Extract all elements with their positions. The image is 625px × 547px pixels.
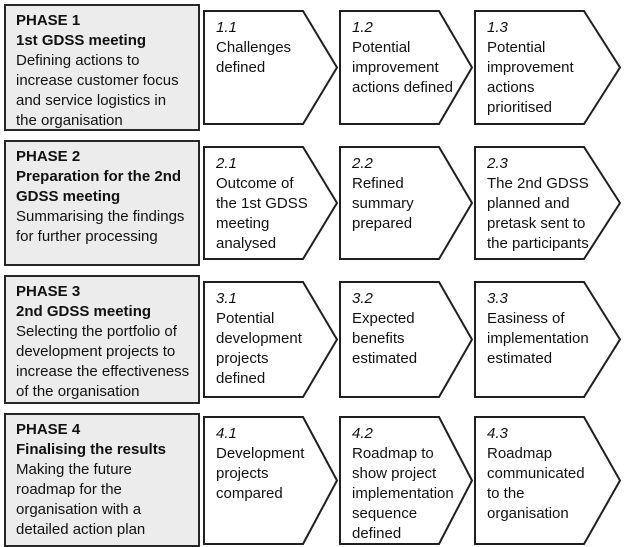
process-step-arrow: 4.1 Development projects compared: [203, 415, 338, 545]
arrow-shape: [203, 415, 338, 545]
step-label: The 2nd GDSS planned and pretask sent to…: [487, 175, 589, 252]
step-number: 2.2: [352, 155, 373, 172]
arrow-shape: [474, 10, 621, 125]
step-text: 3.2 Expected benefits estimated: [352, 289, 470, 369]
step-text: 2.2 Refined summary prepared: [352, 154, 470, 234]
process-step-arrow: 2.1 Outcome of the 1st GDSS meeting anal…: [203, 146, 338, 260]
step-text: 1.2 Potential improvement actions define…: [352, 18, 470, 98]
phase-row: PHASE 3 2nd GDSS meeting Selecting the p…: [4, 275, 625, 404]
process-step-arrow: 1.2 Potential improvement actions define…: [339, 10, 473, 125]
phase-box: PHASE 2 Preparation for the 2nd GDSS mee…: [4, 140, 200, 266]
step-label: Refined summary prepared: [352, 175, 414, 232]
step-text: 1.3 Potential improvement actions priori…: [487, 18, 605, 118]
process-step-arrow: 1.1 Challenges defined: [203, 10, 338, 125]
phase-description: Defining actions to increase customer fo…: [16, 52, 179, 129]
phase-label: PHASE 3: [16, 283, 81, 300]
phase-box: PHASE 3 2nd GDSS meeting Selecting the p…: [4, 275, 200, 404]
step-label: Potential improvement actions defined: [352, 39, 453, 96]
step-text: 2.1 Outcome of the 1st GDSS meeting anal…: [216, 154, 334, 254]
step-number: 1.2: [352, 19, 373, 36]
phase-description: Summarising the findings for further pro…: [16, 208, 185, 245]
step-label: Roadmap to show project implementation s…: [352, 444, 454, 542]
step-label: Potential development projects defined: [216, 310, 302, 387]
phase-row: PHASE 4 Finalising the results Making th…: [4, 413, 625, 547]
phase-description: Selecting the portfolio of development p…: [16, 323, 190, 400]
step-text: 4.1 Development projects compared: [216, 424, 334, 504]
phase-row: PHASE 1 1st GDSS meeting Defining action…: [4, 4, 625, 131]
phase-row: PHASE 2 Preparation for the 2nd GDSS mee…: [4, 140, 625, 266]
process-step-arrow: 2.3 The 2nd GDSS planned and pretask sen…: [474, 146, 621, 260]
phase-steps: 2.1 Outcome of the 1st GDSS meeting anal…: [203, 140, 625, 266]
process-step-arrow: 3.3 Easiness of implementation estimated: [474, 281, 621, 398]
process-step-arrow: 3.2 Expected benefits estimated: [339, 281, 473, 398]
arrow-shape: [474, 415, 621, 545]
step-number: 2.1: [216, 155, 237, 172]
process-step-arrow: 4.3 Roadmap communicated to the organisa…: [474, 415, 621, 545]
step-number: 2.3: [487, 155, 508, 172]
step-number: 4.1: [216, 424, 237, 442]
step-number: 4.3: [487, 424, 508, 442]
step-text: 4.2 Roadmap to show project implementati…: [352, 424, 470, 544]
step-label: Easiness of implementation estimated: [487, 310, 589, 367]
phase-title: 1st GDSS meeting: [16, 32, 147, 49]
phase-title: Preparation for the 2nd GDSS meeting: [16, 168, 182, 205]
phase-box: PHASE 4 Finalising the results Making th…: [4, 413, 200, 547]
process-step-arrow: 4.2 Roadmap to show project implementati…: [339, 415, 473, 545]
step-number: 3.1: [216, 290, 237, 307]
phase-title: 2nd GDSS meeting: [16, 303, 152, 320]
phase-steps: 3.1 Potential development projects defin…: [203, 275, 625, 404]
phase-label: PHASE 4: [16, 421, 81, 438]
step-label: Potential improvement actions prioritise…: [487, 39, 574, 116]
phase-title: Finalising the results: [16, 441, 167, 458]
step-number: 4.2: [352, 424, 373, 442]
arrow-shape: [203, 146, 338, 260]
process-step-arrow: 1.3 Potential improvement actions priori…: [474, 10, 621, 125]
phase-box: PHASE 1 1st GDSS meeting Defining action…: [4, 4, 200, 131]
arrow-shape: [339, 281, 473, 398]
arrow-shape: [339, 415, 473, 545]
step-text: 2.3 The 2nd GDSS planned and pretask sen…: [487, 154, 605, 254]
phase-steps: 4.1 Development projects compared 4.2 Ro…: [203, 413, 625, 547]
arrow-shape: [339, 10, 473, 125]
process-step-arrow: 2.2 Refined summary prepared: [339, 146, 473, 260]
step-number: 3.2: [352, 290, 373, 307]
phase-description: Making the future roadmap for the organi…: [16, 461, 146, 538]
step-label: Challenges defined: [216, 39, 292, 76]
step-number: 3.3: [487, 290, 508, 307]
phase-label: PHASE 2: [16, 148, 81, 165]
step-label: Expected benefits estimated: [352, 310, 418, 367]
step-text: 4.3 Roadmap communicated to the organisa…: [487, 424, 605, 524]
step-text: 3.1 Potential development projects defin…: [216, 289, 334, 389]
arrow-shape: [339, 146, 473, 260]
arrow-shape: [203, 10, 338, 125]
step-text: 1.1 Challenges defined: [216, 18, 334, 78]
arrow-shape: [474, 281, 621, 398]
step-label: Outcome of the 1st GDSS meeting analysed: [216, 175, 308, 252]
step-label: Development projects compared: [216, 444, 305, 502]
step-number: 1.3: [487, 19, 508, 36]
arrow-shape: [474, 146, 621, 260]
step-number: 1.1: [216, 19, 237, 36]
process-step-arrow: 3.1 Potential development projects defin…: [203, 281, 338, 398]
phase-steps: 1.1 Challenges defined 1.2 Potential imp…: [203, 4, 625, 131]
step-label: Roadmap communicated to the organisation: [487, 444, 585, 522]
phase-label: PHASE 1: [16, 12, 81, 29]
step-text: 3.3 Easiness of implementation estimated: [487, 289, 605, 369]
arrow-shape: [203, 281, 338, 398]
